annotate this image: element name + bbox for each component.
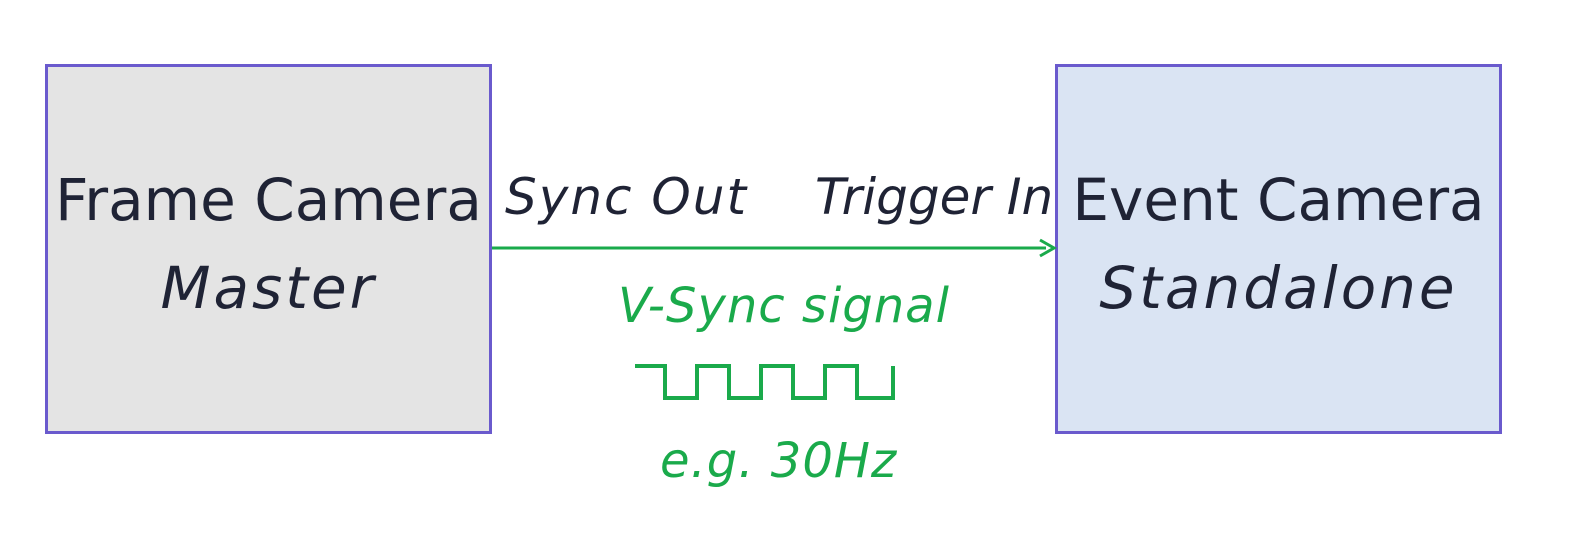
event-camera-role: Standalone [1099, 254, 1458, 322]
event-camera-box: Event Camera Standalone [1055, 64, 1502, 434]
frame-camera-box: Frame Camera Master [45, 64, 492, 434]
trigger-in-label: Trigger In [815, 168, 1054, 226]
square-wave-icon [635, 364, 895, 400]
sync-arrowhead [1039, 238, 1058, 258]
vsync-signal-label: V-Sync signal [618, 278, 950, 334]
frequency-label: e.g. 30Hz [660, 433, 898, 489]
frame-camera-role: Master [160, 254, 377, 322]
frame-camera-title: Frame Camera [55, 166, 482, 234]
sync-out-label: Sync Out [505, 168, 749, 226]
event-camera-title: Event Camera [1072, 166, 1485, 234]
